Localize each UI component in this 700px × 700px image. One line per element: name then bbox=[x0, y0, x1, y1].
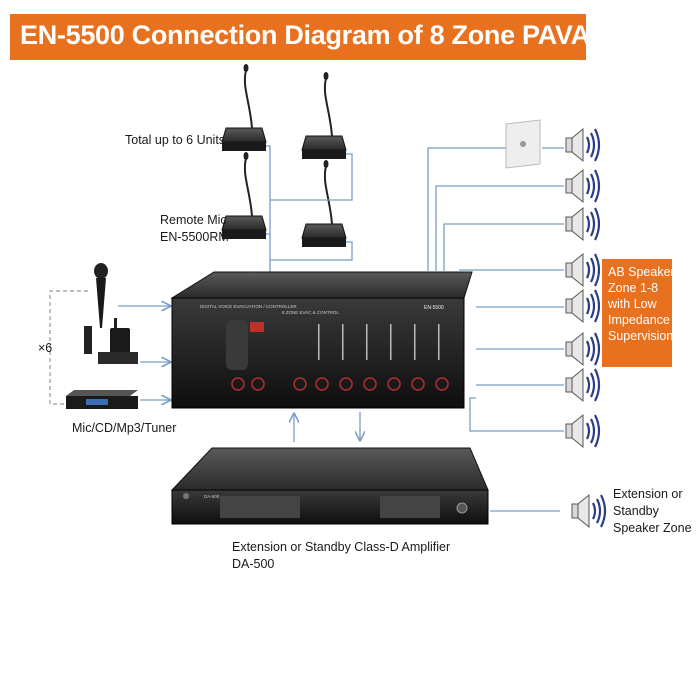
total-units-label: Total up to 6 Units bbox=[125, 133, 226, 147]
ext-zone-line1: Extension or bbox=[613, 487, 683, 501]
handheld-mic-icon bbox=[94, 263, 108, 328]
speaker-zone-icon bbox=[564, 413, 601, 449]
zone-line: Impedance bbox=[608, 313, 670, 327]
speaker-zone-icon bbox=[564, 127, 601, 163]
panel-title: DIGITAL VOICE EVACUATION / CONTROLLER bbox=[200, 304, 297, 309]
source-wiring bbox=[118, 306, 170, 400]
remote-mic-1 bbox=[221, 63, 267, 152]
amp-link-lines bbox=[294, 412, 360, 442]
zone-description-box: AB Speaker Zone 1-8 with Low Impedance S… bbox=[602, 259, 675, 367]
ext-zone-line3: Speaker Zone bbox=[613, 521, 692, 535]
speaker-zone-icon bbox=[564, 331, 601, 367]
volume-control-plate bbox=[505, 119, 541, 169]
control-label: 8 ZONE EVAC & CONTROL bbox=[282, 310, 339, 315]
zone-line: Supervision bbox=[608, 329, 674, 343]
speaker-zone-icon bbox=[564, 252, 601, 288]
title-banner: EN-5500 Connection Diagram of 8 Zone PAV… bbox=[10, 14, 691, 60]
amplifier-label: Extension or Standby Class-D Amplifier bbox=[232, 540, 451, 554]
media-player-icon bbox=[66, 390, 138, 409]
remote-mic-model: EN-5500RM bbox=[160, 230, 229, 244]
zone-line: AB Speaker bbox=[608, 265, 675, 279]
amplifier-model: DA-500 bbox=[232, 557, 275, 571]
remote-mic-2 bbox=[301, 71, 347, 160]
remote-mic-3 bbox=[221, 151, 267, 240]
speaker-zone-icon bbox=[564, 367, 601, 403]
ext-zone-line2: Standby bbox=[613, 504, 659, 518]
class-d-amplifier: DA-500 bbox=[170, 447, 489, 525]
zone-wiring bbox=[427, 147, 564, 432]
speaker-extension-icon bbox=[570, 493, 607, 529]
zone-line: Zone 1-8 bbox=[608, 281, 659, 295]
speaker-zone-icon bbox=[564, 168, 601, 204]
remote-mic-4 bbox=[301, 159, 347, 248]
wireless-receiver-icon bbox=[84, 318, 138, 364]
speaker-zone-icon bbox=[564, 288, 601, 324]
model-label: EN-5500 bbox=[424, 305, 444, 311]
page-title: EN-5500 Connection Diagram of 8 Zone PAV… bbox=[20, 20, 691, 50]
speaker-zone-icon bbox=[564, 206, 601, 242]
sources-label: Mic/CD/Mp3/Tuner bbox=[72, 421, 177, 435]
main-controller-unit: DIGITAL VOICE EVACUATION / CONTROLLER 8 … bbox=[170, 271, 473, 409]
zone-line: with Low bbox=[608, 297, 657, 311]
remote-mic-wiring bbox=[266, 145, 353, 278]
amp-model-label: DA-500 bbox=[204, 494, 220, 499]
source-bracket bbox=[49, 290, 88, 405]
remote-mic-name: Remote Mic bbox=[160, 213, 227, 227]
multiplier-label: ×6 bbox=[38, 341, 53, 355]
